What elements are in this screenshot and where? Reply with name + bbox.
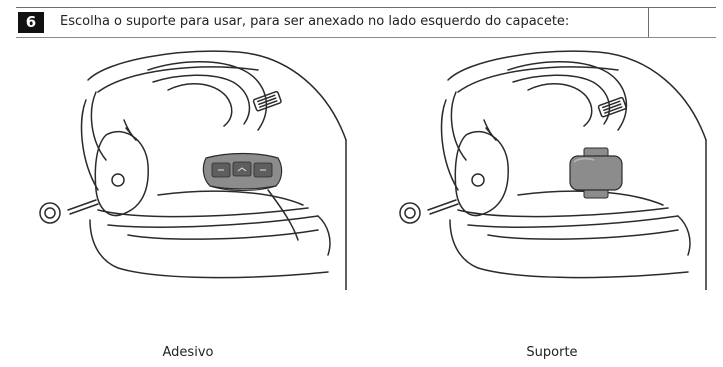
helmet-with-clip-mount-icon [399, 50, 707, 290]
header-rule [16, 37, 716, 38]
step-instruction: Escolha o suporte para usar, para ser an… [60, 14, 570, 29]
side-rule [648, 7, 649, 37]
clip-mount-caption: Suporte [526, 345, 578, 360]
clip-mount-figure [388, 40, 708, 290]
adhesive-remote-icon [202, 152, 283, 191]
adhesive-mount-figure [28, 40, 348, 290]
step-number-badge: 6 [18, 12, 44, 33]
adhesive-caption: Adesivo [162, 345, 214, 360]
clip-bracket-icon [569, 147, 623, 199]
helmet-with-adhesive-mount-icon [39, 50, 347, 290]
top-rule [16, 7, 716, 8]
